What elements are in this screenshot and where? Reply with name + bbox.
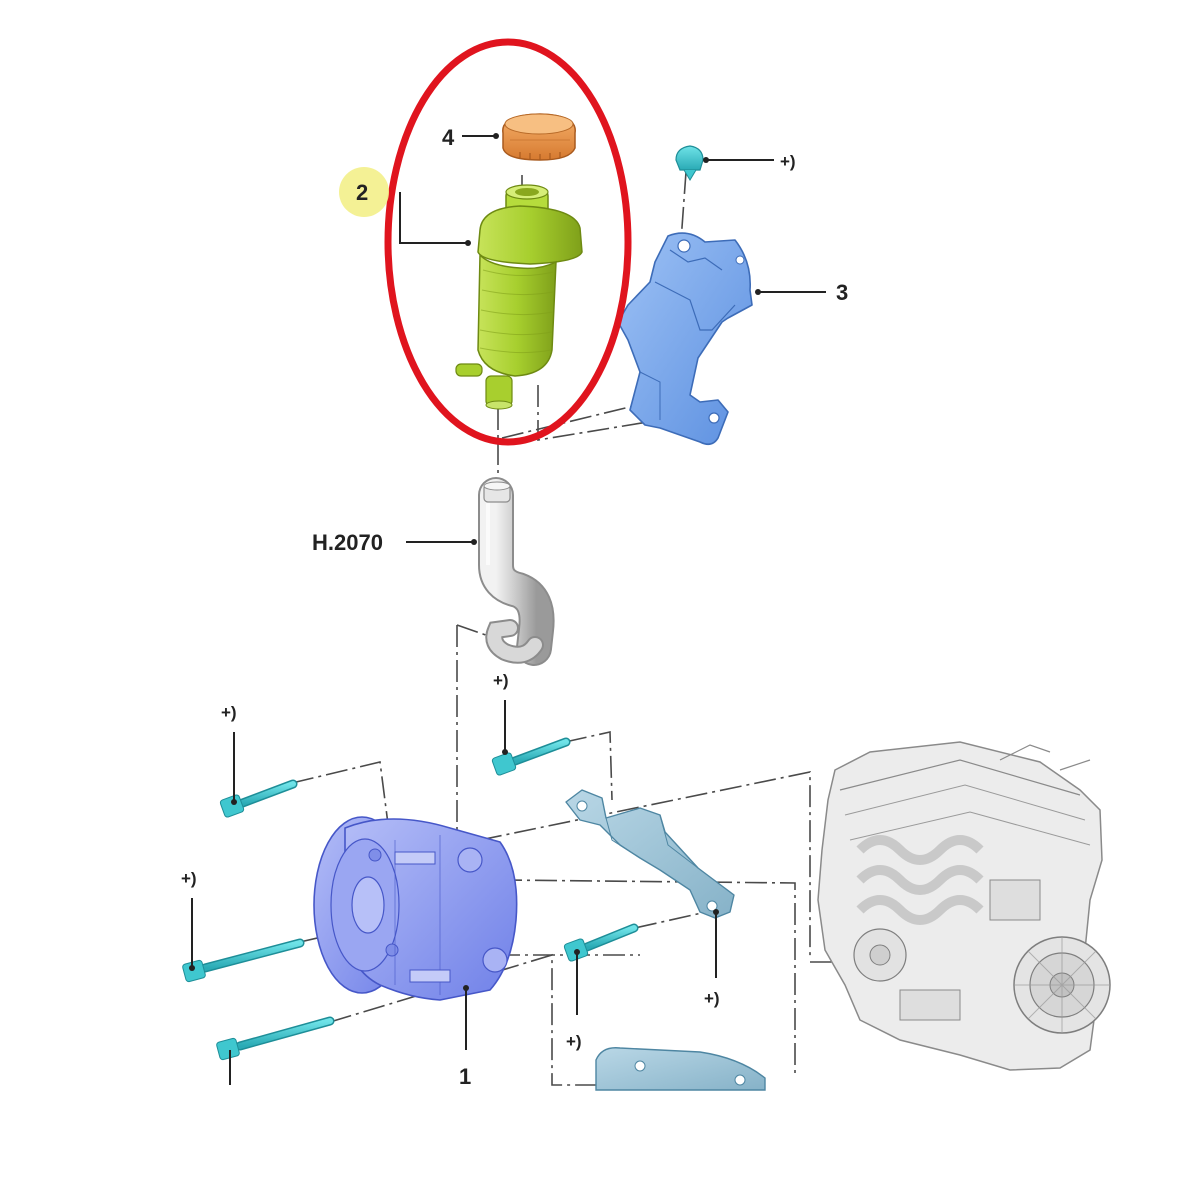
bolt-upper-middle[interactable] (491, 737, 571, 776)
callout-marker-2 (339, 167, 389, 217)
pump[interactable] (313, 816, 518, 1001)
bracket-clip[interactable] (675, 145, 704, 181)
engine-block (817, 741, 1111, 1071)
callout-leaders (189, 133, 826, 1085)
callout-label-4: 4 (442, 125, 455, 150)
fastener-mark-middle-left: +) (181, 869, 197, 888)
callout-label-hose: H.2070 (312, 530, 383, 555)
fastener-mark-lower-middle: +) (566, 1032, 582, 1051)
fastener-mark-top: +) (780, 152, 796, 171)
highlight-ellipse (384, 38, 632, 446)
fastener-mark-upper-left: +) (221, 703, 237, 722)
fastener-mark-upper-middle: +) (493, 671, 509, 690)
bolt-upper-left[interactable] (219, 779, 298, 818)
return-hose[interactable] (478, 477, 555, 666)
fastener-mark-right: +) (704, 989, 720, 1008)
fluid-reservoir[interactable] (455, 184, 583, 410)
bolt-lower-middle[interactable] (563, 923, 639, 962)
lower-bracket[interactable] (595, 1047, 766, 1091)
bolt-lower-left[interactable] (216, 1016, 335, 1061)
reservoir-cap[interactable] (502, 113, 576, 161)
engine-mount[interactable] (565, 789, 735, 919)
callout-label-2: 2 (356, 180, 368, 205)
callout-label-1: 1 (459, 1064, 471, 1089)
bolt-middle-left[interactable] (182, 938, 305, 983)
reservoir-bracket[interactable] (617, 232, 753, 446)
callout-label-3: 3 (836, 280, 848, 305)
